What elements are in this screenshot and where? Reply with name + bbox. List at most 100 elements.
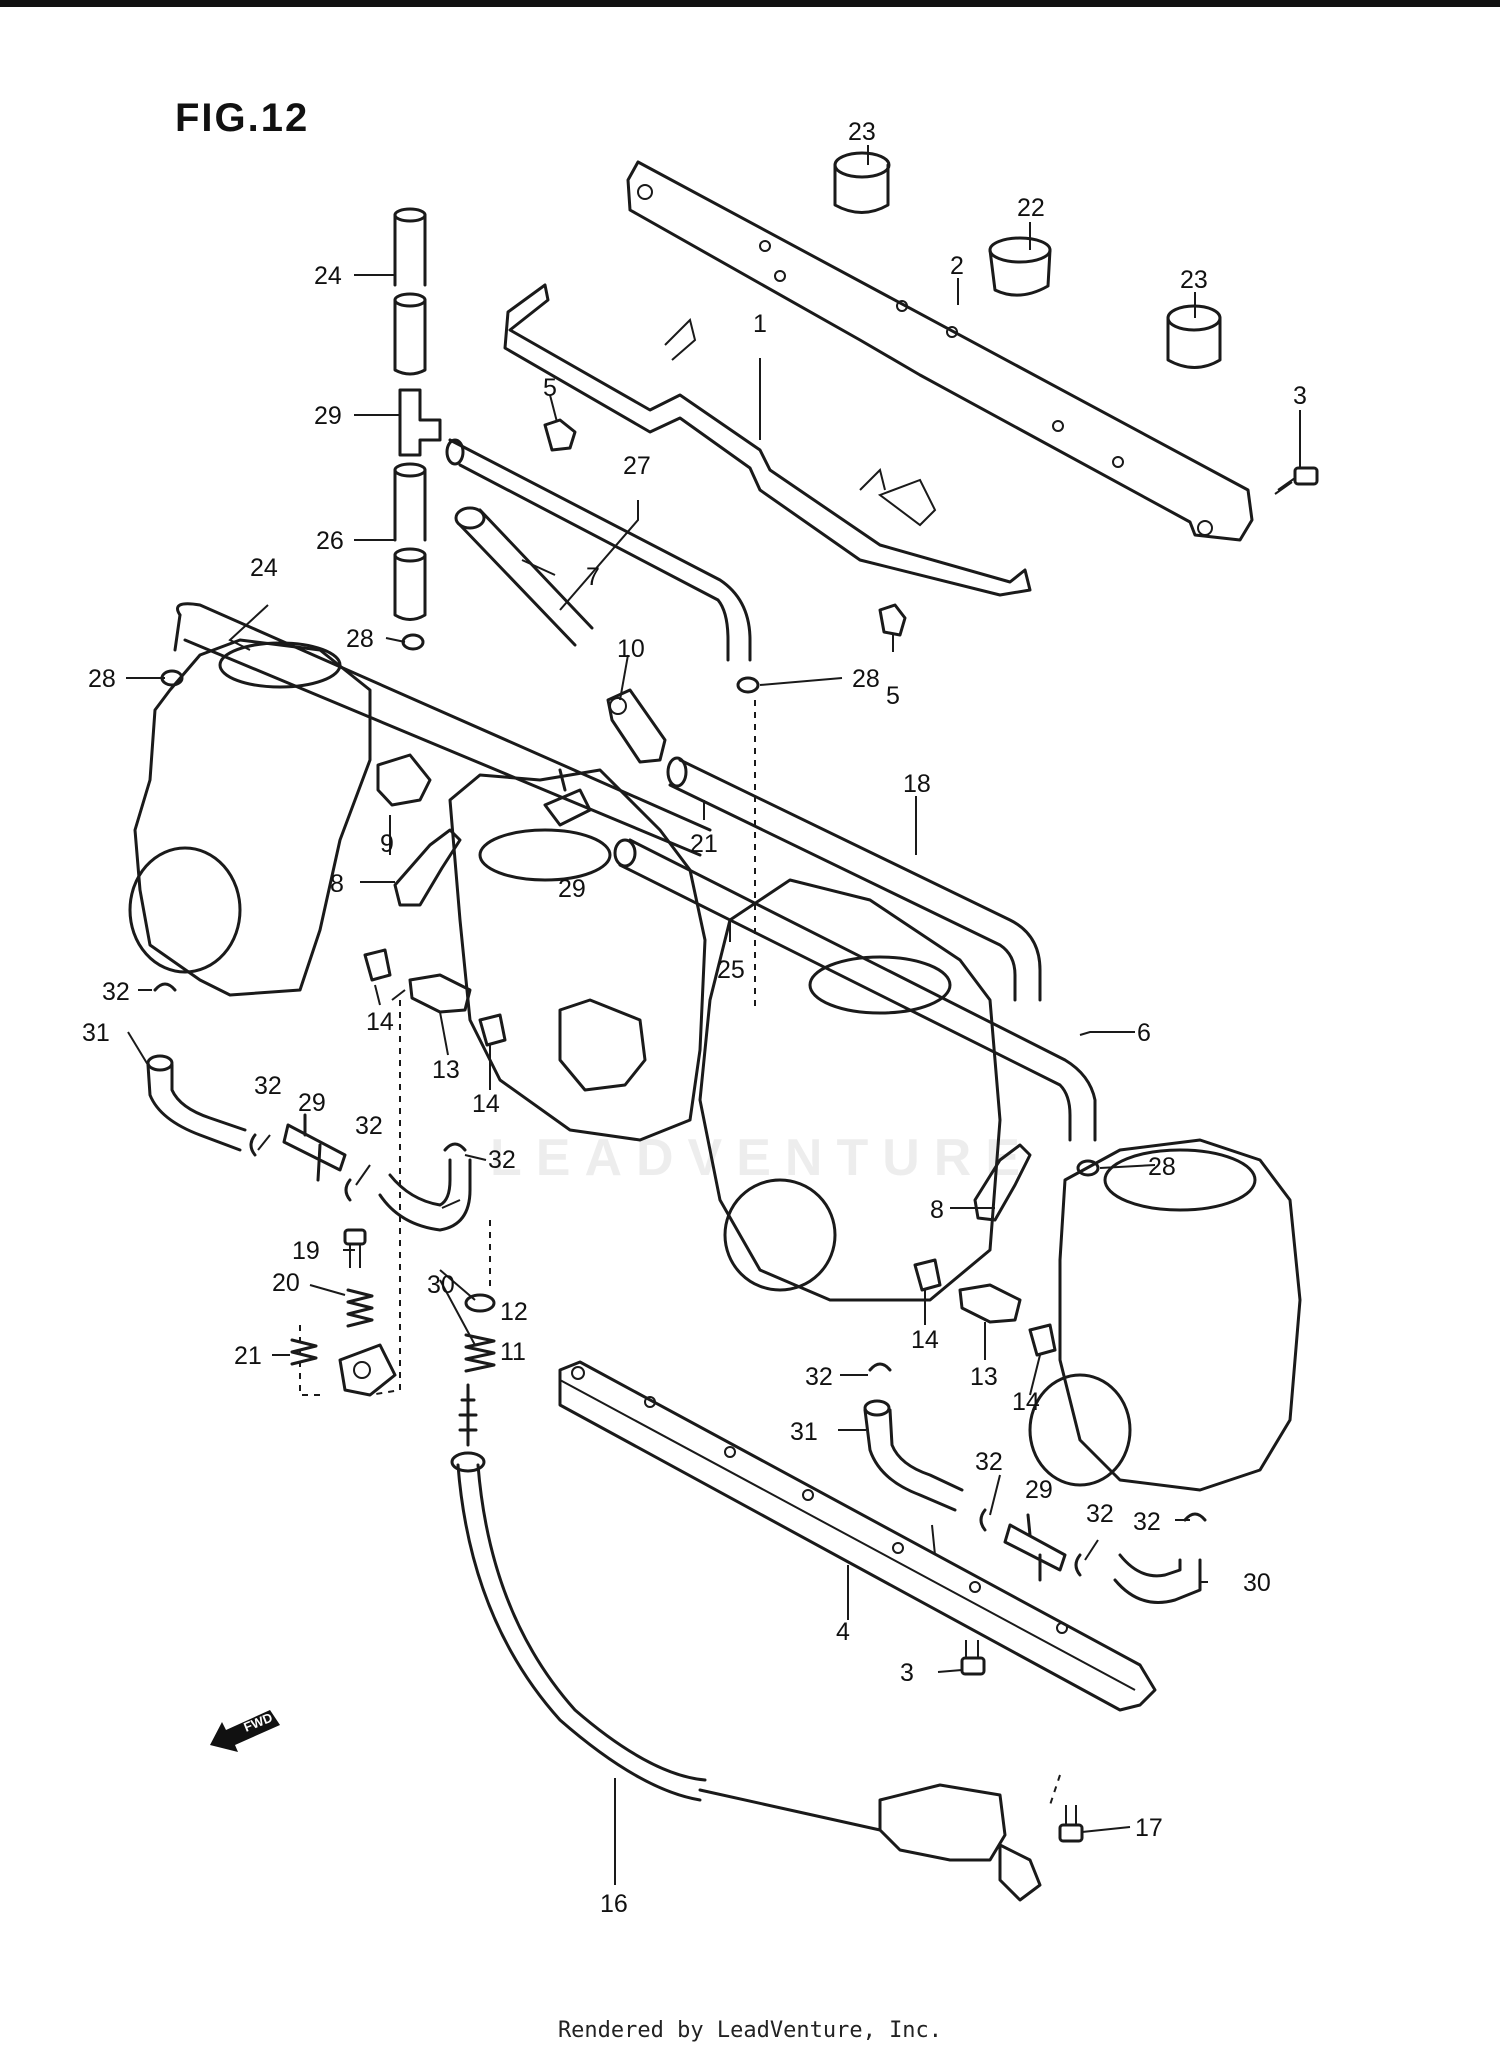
callout-13: 13 (970, 1363, 998, 1391)
callout-11: 11 (500, 1338, 526, 1366)
leader-lines (126, 145, 1301, 1885)
callout-12: 12 (500, 1298, 528, 1326)
elbow-hose-part-31-left (146, 1054, 247, 1152)
callout-21: 21 (690, 830, 718, 858)
upper-plate-part-2 (626, 160, 1254, 542)
lower-plate-part-4 (558, 1360, 1157, 1712)
clip-part-5-upper (543, 418, 577, 452)
callout-13: 13 (432, 1056, 460, 1084)
footer-credit: Rendered by LeadVenture, Inc. (557, 2018, 943, 2043)
t-joint-part-29-top (398, 388, 442, 457)
callout-5: 5 (886, 682, 900, 710)
watermark: LEADVENTURE (490, 1129, 1035, 1187)
elbow-hose-part-31-right (863, 1399, 964, 1512)
t-joint-part-29-right (1003, 1513, 1067, 1582)
fitting-part-13-left (408, 973, 472, 1014)
hose-part-17 (666, 756, 1042, 1002)
elbow-hose-part-30-right (1113, 1553, 1202, 1604)
callout-2: 2 (950, 252, 964, 280)
callout-29: 29 (298, 1089, 326, 1117)
screw-part-15 (1058, 1805, 1084, 1843)
screw-part-3-lower (960, 1640, 986, 1676)
callout-27: 27 (623, 452, 651, 480)
fitting-part-8-upper (393, 828, 462, 907)
callout-32: 32 (355, 1112, 383, 1140)
carburetor-body-1 (128, 638, 372, 997)
t-joint-part-29-center (543, 768, 592, 827)
callout-8: 8 (330, 870, 344, 898)
vent-hose-part-27 (445, 438, 752, 662)
callout-7: 7 (586, 563, 600, 591)
callout-28: 28 (1148, 1153, 1176, 1181)
callout-3: 3 (1293, 382, 1307, 410)
callout-30: 30 (1243, 1569, 1271, 1597)
washer-part-12 (464, 1293, 496, 1313)
vent-hose-part-24-top (393, 207, 427, 376)
callout-14: 14 (1012, 1388, 1040, 1416)
screw-part-3-upper (1274, 466, 1319, 495)
callout-4: 4 (836, 1618, 850, 1646)
callout-26: 26 (316, 527, 344, 555)
fitting-part-8-lower (973, 1143, 1032, 1222)
link-plate-part-1 (503, 283, 1032, 597)
spring-fitting-part-14-b (478, 1013, 507, 1047)
top-border-rule (0, 0, 1500, 7)
fitting-part-9 (376, 753, 432, 807)
callout-32: 32 (488, 1146, 516, 1174)
spring-fitting-part-14-c (913, 1258, 942, 1292)
spring-fitting-part-14-a (363, 948, 392, 982)
callout-28: 28 (852, 665, 880, 693)
collar-part-23a (833, 151, 891, 214)
fitting-part-13-right (958, 1283, 1022, 1324)
carburetor-body-3 (698, 878, 1002, 1302)
callout-29: 29 (1025, 1476, 1053, 1504)
callout-32: 32 (254, 1072, 282, 1100)
callout-32: 32 (975, 1448, 1003, 1476)
crossover-hose-part-21 (173, 602, 712, 857)
callout-16: 16 (600, 1890, 628, 1918)
figure-title: FIG.12 (175, 96, 310, 140)
callout-labels: 23 22 23 2 1 3 24 29 26 5 27 7 10 24 28 … (82, 118, 1307, 1918)
spring-part-19 (346, 1288, 374, 1328)
callout-32: 32 (1086, 1500, 1114, 1528)
callout-30: 30 (427, 1271, 455, 1299)
callout-23: 23 (848, 118, 876, 146)
vent-hose-part-26 (393, 462, 427, 621)
clamp-ring-part-32-set (153, 982, 1207, 1577)
callout-20: 21 (234, 1342, 262, 1370)
callout-25: 25 (717, 956, 745, 984)
callout-31: 31 (82, 1019, 110, 1047)
callout-18: 19 (292, 1237, 320, 1265)
callout-3: 3 (900, 1659, 914, 1687)
callout-22: 22 (1017, 194, 1045, 222)
carburetor-body-4 (1028, 1138, 1302, 1492)
spring-part-20 (290, 1338, 318, 1366)
callout-32: 32 (102, 978, 130, 1006)
elbow-hose-part-30-left (378, 1158, 472, 1232)
callout-6: 6 (1137, 1019, 1151, 1047)
spring-fitting-part-14-d (1028, 1323, 1057, 1357)
fitting-part-10 (606, 688, 667, 764)
bracket-part-20-holder (338, 1343, 397, 1397)
callout-15: 17 (1135, 1814, 1163, 1842)
spring-part-11 (464, 1333, 496, 1373)
callout-24: 24 (250, 554, 278, 582)
callout-29: 29 (558, 875, 586, 903)
callout-1: 1 (753, 310, 767, 338)
callout-14: 14 (911, 1326, 939, 1354)
crossover-hose-part-25 (613, 838, 1097, 1142)
callout-10: 10 (617, 635, 645, 663)
callout-14: 14 (366, 1008, 394, 1036)
callout-28: 28 (88, 665, 116, 693)
throttle-cable-part-16 (450, 1383, 1042, 1902)
callout-19: 20 (272, 1269, 300, 1297)
screw-part-18 (343, 1228, 367, 1268)
callout-32: 32 (805, 1363, 833, 1391)
clip-part-5-lower (878, 603, 907, 637)
callout-17: 18 (903, 770, 931, 798)
callout-23: 23 (1180, 266, 1208, 294)
callout-8: 8 (930, 1196, 944, 1224)
callout-14: 14 (472, 1090, 500, 1118)
callout-31: 31 (790, 1418, 818, 1446)
